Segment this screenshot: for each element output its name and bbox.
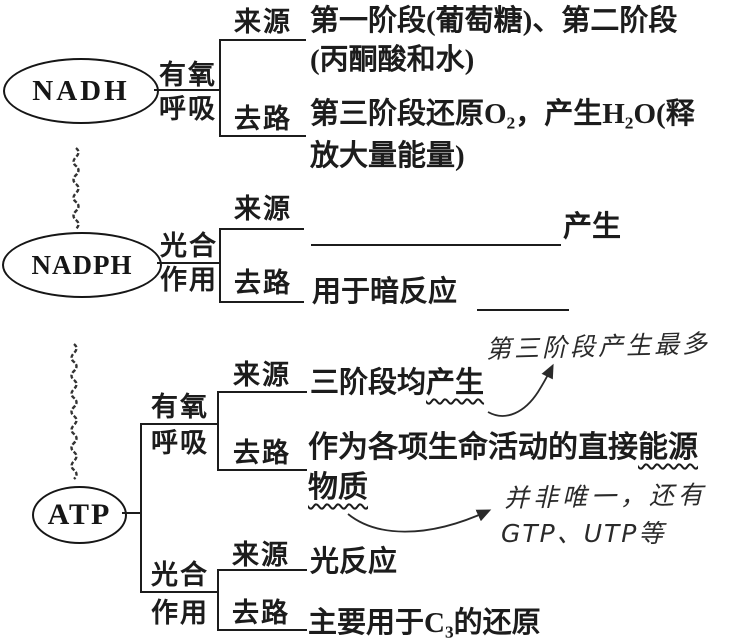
nadh-fate-text-line1: 第三阶段还原O₂，产生H₂O(释	[310, 98, 695, 130]
nadh-aerobic-label-line2: 呼吸	[159, 94, 217, 124]
atp-photo-source-label: 来源	[232, 540, 290, 570]
nadh-source-branch-line	[219, 39, 306, 41]
atp-aerobic-fate-handwritten-note-line2: GTP、UTP等	[501, 519, 666, 548]
atp-photo-fate-text: 主要用于C₃的还原	[308, 607, 541, 639]
atp-aerobic-source-text-main: 三阶段均	[310, 367, 427, 399]
atp-aerobic-bracket-line	[217, 391, 219, 471]
nadph-source-branch-line	[219, 228, 304, 230]
nadph-source-suffix-text: 产生	[563, 211, 622, 243]
curved-arrow-icon	[347, 509, 492, 533]
atp-photo-branch-line	[140, 591, 218, 593]
nadph-atp-squiggle-connector	[70, 343, 78, 480]
nadh-source-label: 来源	[234, 7, 292, 37]
atp-aerobic-source-branch-line	[217, 391, 307, 393]
nadph-fate-label: 去路	[234, 268, 292, 298]
nadh-nadph-squiggle-connector	[72, 147, 80, 230]
atp-aerobic-fate-label: 去路	[233, 438, 291, 468]
atp-aerobic-source-text-emphasis: 产生	[426, 367, 485, 399]
atp-aerobic-fate-text-emphasis1: 能源	[638, 431, 698, 464]
atp-node-label: ATP	[47, 498, 112, 531]
nadph-bracket-line	[219, 228, 221, 303]
nadh-connector-line	[154, 89, 219, 91]
nadh-fate-text-line2: 放大量能量)	[310, 140, 465, 172]
nadph-node-label: NADPH	[31, 249, 133, 280]
atp-main-bracket-line	[140, 423, 142, 593]
atp-aerobic-branch-line	[140, 423, 218, 425]
nadph-fate-fill-in-blank	[477, 309, 569, 311]
nadh-node: NADH	[3, 58, 159, 124]
atp-photo-label-line2: 作用	[151, 598, 209, 628]
atp-aerobic-fate-text-emphasis2: 物质	[308, 471, 368, 504]
nadph-fate-text: 用于暗反应	[312, 276, 458, 308]
atp-photo-source-text: 光反应	[310, 546, 398, 578]
curved-arrow-icon	[487, 363, 554, 417]
atp-aerobic-fate-text-main: 作为各项生命活动的直接	[308, 431, 638, 464]
nadh-source-text-line1: 第一阶段(葡萄糖)、第二阶段	[310, 5, 678, 37]
nadph-node: NADPH	[2, 232, 162, 298]
atp-aerobic-label-line1: 有氧	[151, 392, 209, 422]
nadh-fate-label: 去路	[234, 104, 292, 134]
atp-photo-source-branch-line	[217, 569, 307, 571]
nadh-bracket-line	[219, 39, 221, 137]
atp-photo-fate-branch-line	[217, 629, 307, 631]
atp-aerobic-fate-handwritten-note-line1: 并非唯一，还有	[503, 480, 708, 513]
nadph-connector-line	[157, 262, 219, 264]
nadph-source-label: 来源	[234, 194, 292, 224]
atp-connector-line	[122, 512, 141, 514]
atp-aerobic-source-label: 来源	[233, 360, 291, 390]
atp-aerobic-fate-text-line2: 物质	[308, 471, 368, 505]
atp-aerobic-fate-branch-line	[217, 469, 307, 471]
atp-aerobic-label-line2: 呼吸	[151, 428, 209, 458]
atp-photo-label-line1: 光合	[151, 560, 209, 590]
nadh-node-label: NADH	[32, 74, 130, 107]
nadph-photo-label-line1: 光合	[160, 231, 218, 261]
atp-aerobic-fate-text-line1: 作为各项生命活动的直接能源	[308, 431, 698, 465]
nadph-photo-label-line2: 作用	[160, 265, 218, 295]
nadh-source-text-line2: (丙酮酸和水)	[310, 44, 475, 76]
atp-photo-fate-label: 去路	[232, 598, 290, 628]
atp-node: ATP	[32, 486, 127, 544]
atp-aerobic-source-text: 三阶段均产生	[310, 367, 484, 399]
nadh-aerobic-label-line1: 有氧	[159, 60, 217, 90]
nadph-source-fill-in-blank	[311, 244, 561, 246]
nadh-fate-branch-line	[219, 135, 306, 137]
atp-photo-bracket-line	[217, 569, 219, 631]
nadph-fate-branch-line	[219, 301, 304, 303]
